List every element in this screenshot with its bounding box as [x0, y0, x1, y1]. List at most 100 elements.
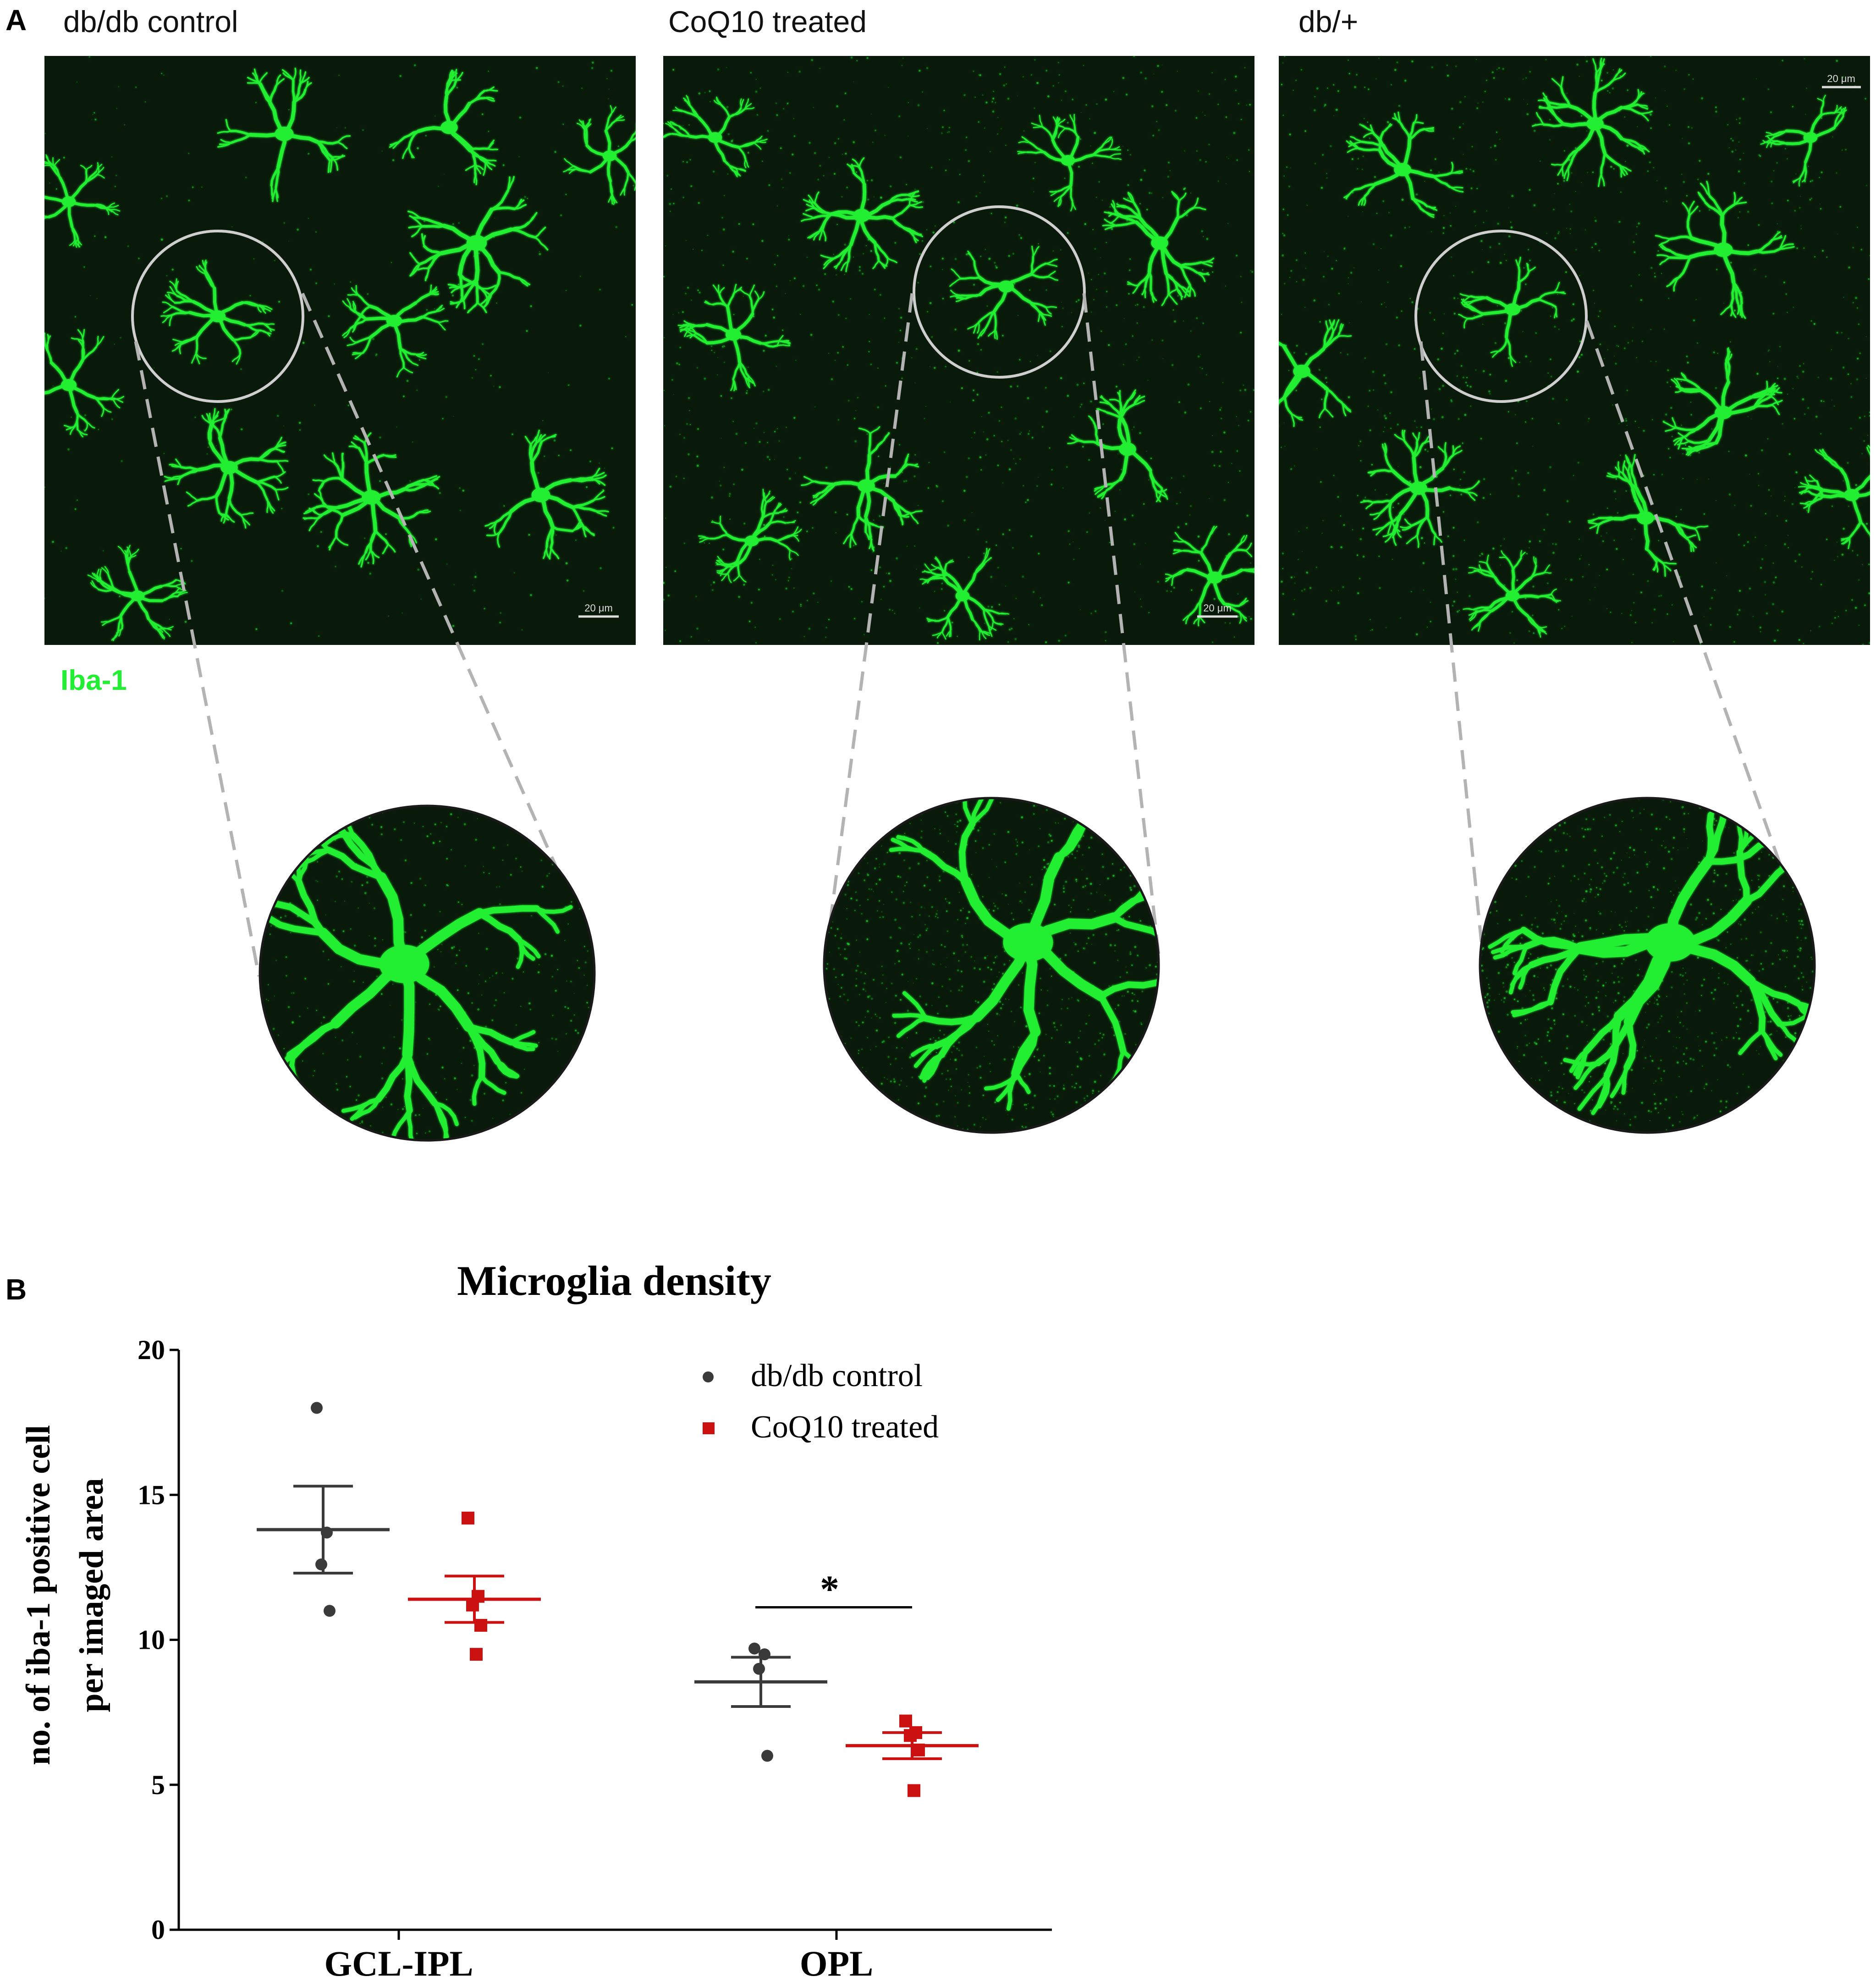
background-speckle [1728, 493, 1731, 496]
microglia-process [351, 441, 360, 449]
microglia-process [486, 531, 501, 536]
background-speckle [731, 397, 732, 399]
background-speckle [1620, 191, 1622, 193]
background-speckle [1621, 613, 1623, 614]
microglia-process [951, 268, 961, 280]
background-speckle [460, 510, 461, 511]
microglia-cells [44, 56, 636, 641]
background-speckle [381, 150, 383, 152]
background-speckle [1422, 562, 1425, 564]
background-speckle [1185, 523, 1188, 525]
background-speckle [338, 870, 340, 873]
background-speckle [1034, 1056, 1035, 1057]
background-speckle [1392, 507, 1394, 508]
background-speckle [867, 198, 869, 201]
microglia-process [1469, 567, 1481, 571]
background-speckle [977, 343, 979, 345]
background-speckle [583, 974, 585, 976]
background-speckle [520, 1092, 523, 1094]
microglia-process [733, 575, 740, 582]
background-speckle [1403, 514, 1405, 515]
background-speckle [920, 837, 923, 839]
background-speckle [825, 467, 828, 469]
background-speckle [914, 382, 916, 384]
background-speckle [541, 886, 544, 888]
background-speckle [364, 537, 366, 539]
background-speckle [1768, 349, 1770, 351]
microglia-process [1467, 313, 1486, 320]
microglia-process [1109, 156, 1122, 160]
background-speckle [1435, 158, 1436, 160]
background-speckle [984, 181, 985, 183]
background-speckle [1424, 181, 1425, 182]
background-speckle [1620, 455, 1621, 456]
background-speckle [975, 195, 978, 198]
background-speckle [1045, 641, 1047, 644]
microglia-process [819, 229, 824, 241]
microglia-process [1392, 520, 1401, 532]
background-speckle [818, 288, 820, 291]
microglia-process [479, 287, 491, 296]
background-speckle [374, 945, 376, 947]
background-speckle [792, 611, 794, 613]
background-speckle [776, 365, 777, 367]
microglia-soma [1061, 155, 1075, 166]
background-speckle [1795, 173, 1797, 175]
microglia-process [592, 490, 605, 501]
background-speckle [1325, 600, 1327, 602]
background-speckle [472, 377, 473, 379]
microglia-process [1594, 71, 1601, 94]
background-speckle [886, 988, 887, 989]
background-speckle [500, 612, 501, 614]
microglia-process [979, 631, 981, 641]
background-speckle [1218, 465, 1221, 467]
microglia-process [109, 209, 121, 212]
microglia-process [162, 628, 172, 631]
background-speckle [548, 372, 549, 373]
microglia-process [736, 560, 740, 577]
microglia-process [1161, 487, 1168, 500]
microglia-process [806, 204, 816, 209]
background-speckle [1385, 417, 1387, 419]
background-speckle [1690, 414, 1692, 416]
microglia-process [1601, 172, 1605, 187]
background-speckle [924, 924, 926, 925]
background-speckle [435, 994, 437, 996]
background-speckle [1531, 418, 1533, 419]
background-speckle [1169, 170, 1171, 171]
background-speckle [1013, 618, 1015, 620]
background-speckle [854, 910, 856, 911]
background-speckle [478, 358, 480, 360]
background-speckle [1203, 236, 1204, 237]
background-speckle [710, 584, 712, 586]
background-speckle [600, 567, 602, 569]
background-speckle [756, 114, 759, 116]
background-speckle [883, 586, 885, 588]
background-speckle [1465, 381, 1467, 384]
background-speckle [1368, 88, 1370, 90]
microglia-process [679, 327, 691, 331]
microglia-process [939, 564, 946, 579]
background-speckle [1102, 1034, 1105, 1036]
background-speckle [696, 455, 699, 457]
background-speckle [1102, 826, 1104, 828]
background-speckle [1151, 193, 1153, 194]
background-speckle [1665, 413, 1667, 416]
background-speckle [709, 90, 711, 92]
background-speckle [1151, 339, 1153, 341]
microglia-process [495, 1059, 519, 1079]
microglia-process [107, 573, 115, 590]
microglia-process [423, 475, 437, 481]
background-speckle [346, 1076, 348, 1078]
background-speckle [911, 916, 913, 918]
background-speckle [288, 241, 290, 242]
microglia-process [316, 140, 339, 145]
background-speckle [896, 362, 898, 364]
background-speckle [631, 304, 633, 306]
microglia-process [821, 213, 832, 231]
background-speckle [364, 892, 367, 894]
background-speckle [902, 58, 904, 59]
microglia-process [270, 166, 280, 187]
background-speckle [1094, 248, 1096, 250]
background-speckle [1526, 113, 1529, 116]
